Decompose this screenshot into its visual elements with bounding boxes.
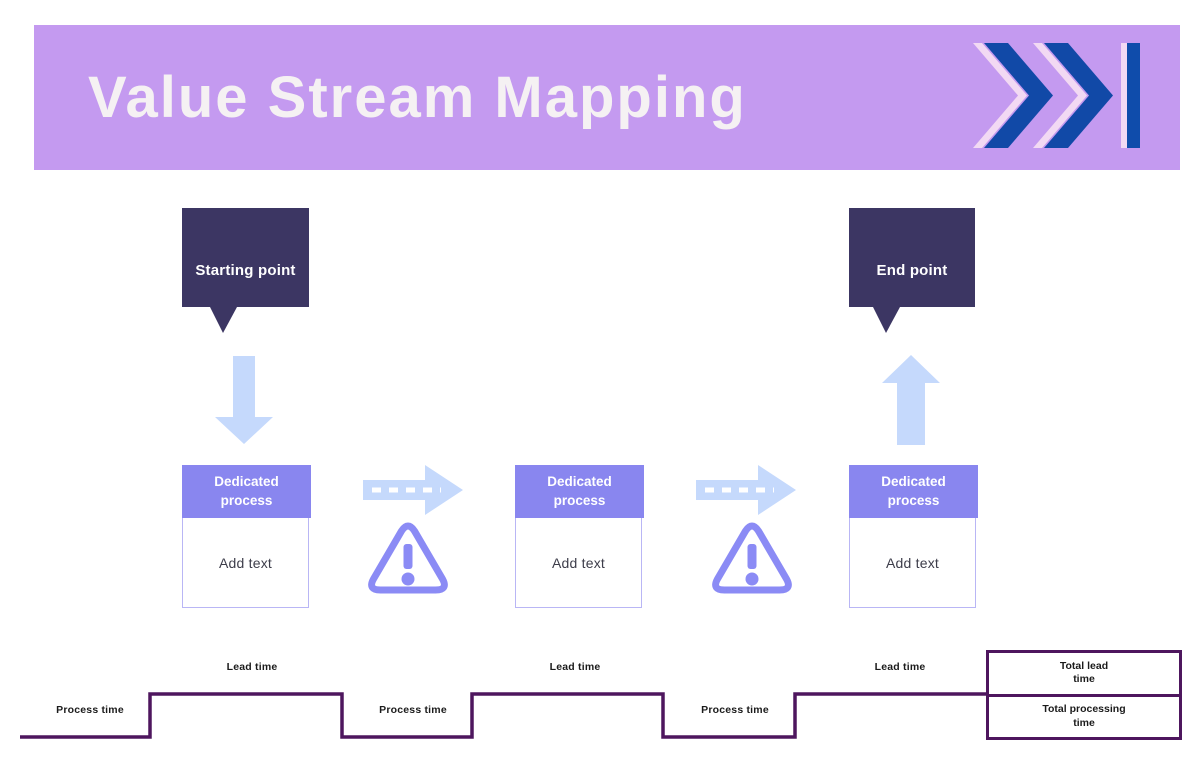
process-2-header: Dedicated process xyxy=(515,465,644,518)
process-2-placeholder[interactable]: Add text xyxy=(552,555,605,571)
timeline-step-line xyxy=(20,692,988,739)
process-box-2: Dedicated process Add text xyxy=(515,465,644,608)
timeline-label-lead-time: Lead time xyxy=(874,661,926,673)
total-lead-time-cell: Total lead time xyxy=(989,653,1179,697)
totals-box: Total lead time Total processing time xyxy=(986,650,1182,740)
down-arrow-icon xyxy=(215,356,273,444)
end-point-bubble: End point xyxy=(849,208,975,333)
fast-forward-end-icon xyxy=(973,43,1140,148)
starting-point-bubble: Starting point xyxy=(182,208,309,333)
speech-tail xyxy=(873,307,900,333)
process-box-1: Dedicated process Add text xyxy=(182,465,311,608)
starting-point-label: Starting point xyxy=(195,262,296,279)
dashed-arrow-icon xyxy=(696,465,796,515)
timeline-label-lead-time: Lead time xyxy=(549,661,601,673)
header-banner: Value Stream Mapping xyxy=(34,25,1180,170)
process-1-header: Dedicated process xyxy=(182,465,311,518)
process-box-3: Dedicated process Add text xyxy=(849,465,978,608)
warning-triangle-icon xyxy=(368,522,448,594)
warning-triangle-icon xyxy=(712,522,792,594)
process-1-placeholder[interactable]: Add text xyxy=(219,555,272,571)
timeline-label-process-time: Process time xyxy=(379,704,447,716)
timeline-label-process-time: Process time xyxy=(701,704,769,716)
total-processing-time-cell: Total processing time xyxy=(1042,703,1126,729)
speech-tail xyxy=(210,307,237,333)
timeline-label-process-time: Process time xyxy=(56,704,124,716)
process-3-placeholder[interactable]: Add text xyxy=(886,555,939,571)
dashed-arrow-icon xyxy=(363,465,463,515)
page-title: Value Stream Mapping xyxy=(88,65,747,130)
up-arrow-icon xyxy=(882,355,940,445)
end-point-label: End point xyxy=(876,262,948,279)
timeline-label-lead-time: Lead time xyxy=(226,661,278,673)
process-3-header: Dedicated process xyxy=(849,465,978,518)
